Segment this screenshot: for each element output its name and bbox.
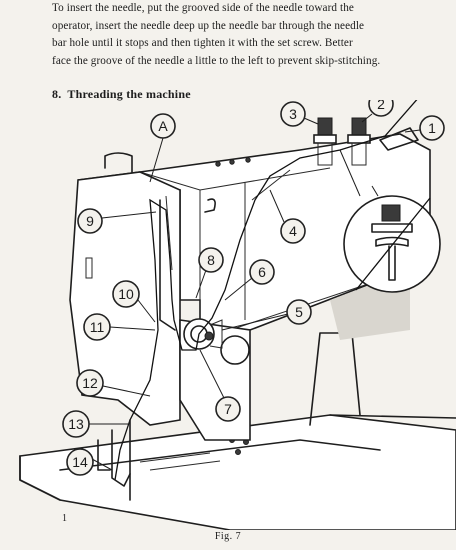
callout-1: 1 — [404, 115, 445, 141]
callout-12: 12 — [76, 369, 151, 397]
callout-10: 10 — [112, 280, 156, 323]
callout-7: 7 — [199, 349, 241, 422]
section-heading: 8. Threading the machine — [52, 87, 191, 102]
callout-11: 11 — [83, 313, 156, 341]
svg-text:A: A — [158, 118, 168, 134]
section-title: Threading the machine — [67, 87, 191, 101]
svg-text:4: 4 — [289, 223, 297, 239]
svg-text:3: 3 — [289, 106, 297, 122]
page-mark: 1 — [62, 513, 67, 524]
figure-caption: Fig. 7 — [214, 531, 242, 542]
svg-text:13: 13 — [68, 416, 84, 432]
callout-14: 14 — [66, 448, 113, 476]
svg-text:8: 8 — [207, 252, 215, 268]
machine-bed — [19, 332, 456, 530]
thread-path — [97, 100, 418, 501]
svg-text:12: 12 — [82, 375, 98, 391]
intro-paragraph: To insert the needle, put the grooved si… — [52, 0, 436, 70]
paragraph-line: bar hole until it stops and then tighten… — [52, 37, 353, 50]
callout-6: 6 — [224, 259, 275, 301]
paragraph-line: face the groove of the needle a little t… — [52, 54, 381, 67]
svg-text:7: 7 — [224, 401, 232, 417]
callout-9: 9 — [77, 208, 157, 234]
threading-diagram: A 1 2 3 4 5 6 7 — [19, 100, 456, 530]
callout-4: 4 — [269, 189, 306, 244]
callout-A: A — [149, 113, 176, 183]
svg-text:9: 9 — [86, 213, 94, 229]
svg-text:6: 6 — [258, 264, 266, 280]
svg-text:14: 14 — [72, 454, 88, 470]
callout-8: 8 — [195, 247, 224, 299]
svg-text:1: 1 — [428, 120, 436, 136]
paragraph-line: operator, insert the needle deep up the … — [52, 19, 365, 32]
callout-13: 13 — [62, 410, 128, 438]
svg-text:10: 10 — [118, 286, 134, 302]
svg-text:2: 2 — [377, 100, 385, 112]
callout-2: 2 — [361, 100, 394, 123]
callout-5: 5 — [221, 299, 312, 331]
magnified-inset — [339, 149, 441, 293]
section-number: 8. — [52, 87, 62, 101]
svg-text:5: 5 — [295, 304, 303, 320]
svg-text:11: 11 — [90, 319, 105, 335]
paragraph-line: To insert the needle, put the grooved si… — [52, 2, 354, 14]
callout-3: 3 — [280, 101, 319, 127]
